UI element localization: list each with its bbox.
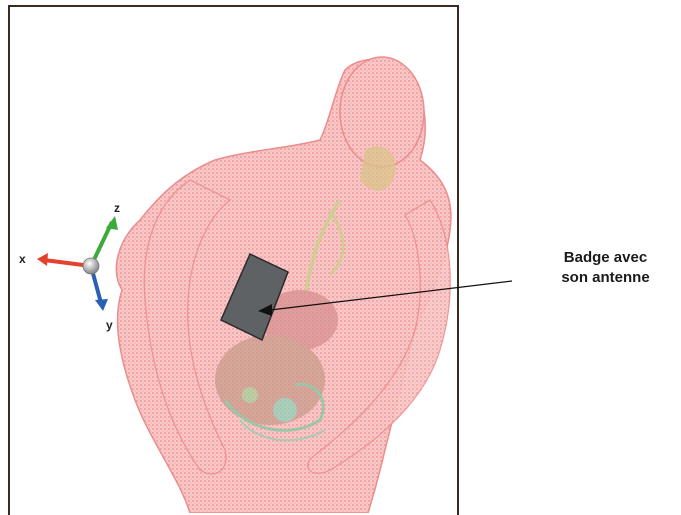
axis-label-y: y [106,318,113,332]
axis-label-z: z [114,201,120,215]
callout-label: Badge avec son antenne [530,248,681,288]
callout-line-1: Badge avec [530,248,681,268]
axis-gizmo [37,216,118,311]
axis-label-x: x [19,252,26,266]
callout-line-2: son antenne [530,268,681,288]
